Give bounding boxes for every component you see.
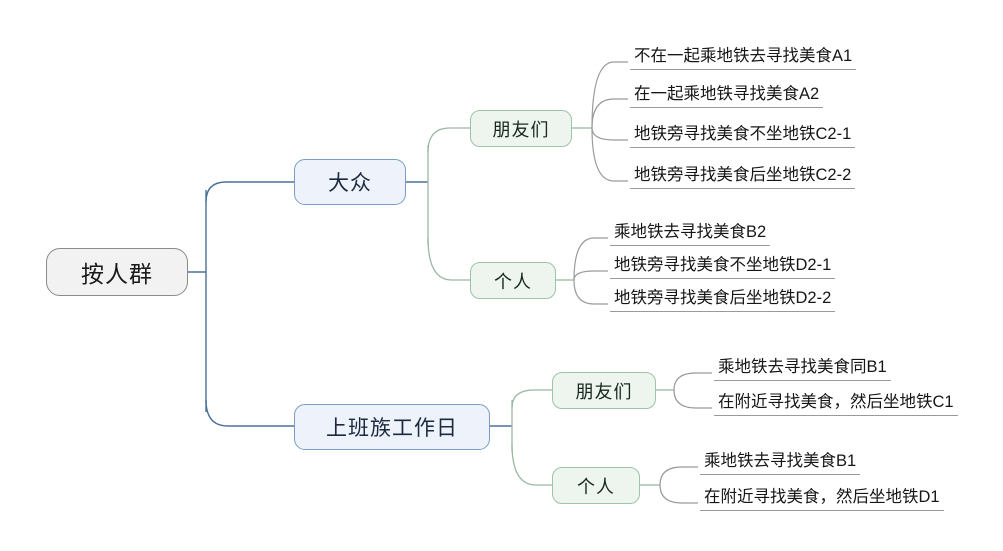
connector-shangbanzu-to-pengyoumen [511,389,552,409]
connector-leaf-b1-tong [673,372,712,391]
node-dazhong-geren[interactable]: 个人 [470,262,556,299]
leaf-b1-tong[interactable]: 乘地铁去寻找美食同B1 [714,358,891,381]
node-branch-shangbanzu-label: 上班族工作日 [326,417,458,440]
leaf-b1[interactable]: 乘地铁去寻找美食B1 [700,452,861,475]
connector-root-to-shangbanzu [205,399,294,427]
leaf-c2-2[interactable]: 地铁旁寻找美食后坐地铁C2-2 [630,166,856,189]
connector-leaf-a1 [591,61,628,129]
node-shangbanzu-pengyoumen[interactable]: 朋友们 [552,372,656,409]
connector-leaf-b2 [573,237,608,281]
connector-shangbanzu-to-geren [511,443,552,486]
connector-leaf-b1 [659,466,698,486]
connector-leaf-d2-2 [573,279,608,305]
node-dazhong-geren-label: 个人 [494,271,532,292]
node-branch-dazhong-label: 大众 [328,172,372,195]
connector-root-to-dazhong [205,181,294,203]
connector-leaf-d1 [659,484,698,504]
node-shangbanzu-pengyoumen-label: 朋友们 [575,381,633,402]
leaf-d2-2[interactable]: 地铁旁寻找美食后坐地铁D2-2 [610,289,836,312]
connector-dazhong-to-pengyoumen [427,127,470,153]
node-shangbanzu-geren-label: 个人 [577,476,615,497]
connector-leaf-a2 [591,98,628,129]
node-dazhong-pengyoumen[interactable]: 朋友们 [470,110,572,147]
connector-dazhong-to-geren [427,237,470,281]
node-root[interactable]: 按人群 [46,248,188,296]
leaf-a1[interactable]: 不在一起乘地铁去寻找美食A1 [630,47,857,70]
connector-leaf-c2-1 [591,127,628,141]
node-shangbanzu-geren[interactable]: 个人 [552,467,640,504]
connector-leaf-d2-1 [573,270,608,281]
leaf-d1[interactable]: 在附近寻找美食，然后坐地铁D1 [700,488,944,511]
connector-leaf-c2-2 [591,127,628,182]
node-branch-dazhong[interactable]: 大众 [294,159,406,205]
node-root-label: 按人群 [81,261,153,287]
leaf-c2-1[interactable]: 地铁旁寻找美食不坐地铁C2-1 [630,125,856,148]
leaf-b2[interactable]: 乘地铁去寻找美食B2 [610,223,771,246]
leaf-d2-1[interactable]: 地铁旁寻找美食不坐地铁D2-1 [610,256,836,279]
leaf-c1[interactable]: 在附近寻找美食，然后坐地铁C1 [714,393,958,416]
connector-leaf-c1 [673,389,712,409]
node-branch-shangbanzu[interactable]: 上班族工作日 [294,404,490,450]
node-dazhong-pengyoumen-label: 朋友们 [492,119,550,140]
leaf-a2[interactable]: 在一起乘地铁寻找美食A2 [630,85,824,108]
